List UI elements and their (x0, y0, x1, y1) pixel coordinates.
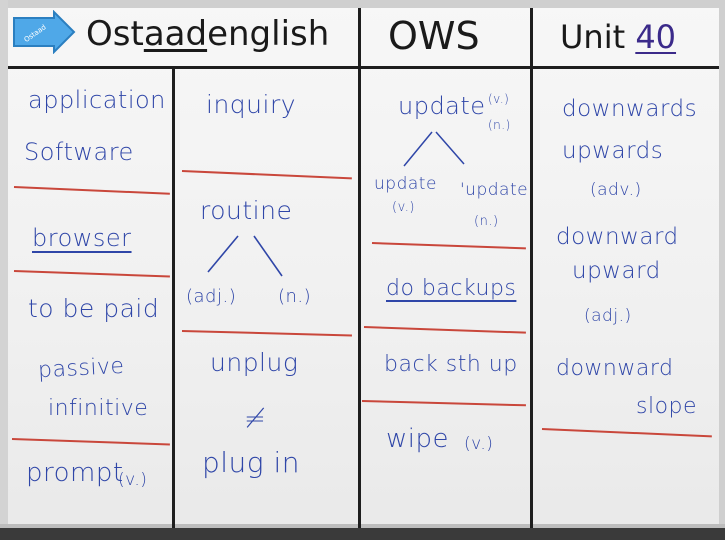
word-browser: browser (32, 224, 132, 252)
word-upward: upward (572, 258, 661, 284)
pos-adjective: (adj.) (186, 286, 237, 307)
phrase-to-be-paid: to be paid (28, 294, 160, 323)
phrase-do-backups: do backups (386, 276, 517, 301)
red-separator (11, 438, 170, 446)
pos-verb: (v.) (392, 200, 415, 215)
word-unplug: unplug (210, 348, 299, 377)
pos-noun: (n.) (474, 214, 499, 229)
pos-verb: (v.) (464, 434, 494, 454)
word-update: update (398, 92, 486, 120)
column-divider-1 (172, 66, 175, 528)
red-separator (361, 400, 526, 407)
program-title: OWS (388, 14, 480, 58)
red-separator (371, 242, 526, 250)
red-separator (363, 326, 526, 334)
phrase-plug-in: plug in (202, 446, 301, 479)
unit-title: Unit 40 (560, 18, 677, 56)
word-routine: routine (200, 196, 293, 225)
word-application: application (28, 86, 166, 114)
word-downward: downward (556, 224, 679, 250)
board-tray (0, 528, 725, 540)
word-update-verb-stress: update (374, 174, 437, 194)
phrase-back-sth-up: back sth up (384, 352, 518, 377)
red-separator (13, 186, 170, 195)
not-equal-symbol: ≠ (244, 404, 267, 434)
routine-branch-lines (207, 235, 283, 277)
word-inquiry: inquiry (206, 90, 297, 119)
word-downwards: downwards (562, 96, 698, 122)
red-separator (181, 170, 352, 180)
word-upwards: upwards (562, 138, 664, 164)
column-divider-2 (358, 8, 361, 528)
word-prompt: prompt (26, 458, 124, 488)
red-separator (181, 330, 352, 337)
column-divider-3 (530, 8, 533, 528)
pos-noun: (n.) (278, 286, 312, 307)
red-separator (541, 428, 712, 438)
ostaad-magnet-logo: Ostaad (10, 9, 76, 55)
phrase-downward: downward (556, 356, 674, 381)
word-update-noun-stress: 'update (460, 180, 529, 200)
word-wipe: wipe (386, 424, 449, 454)
word-passive: passive (37, 353, 126, 384)
red-separator (13, 270, 170, 278)
header-divider (8, 66, 719, 69)
board-frame-left (0, 0, 8, 540)
word-infinitive: infinitive (48, 396, 149, 421)
pos-noun: (n.) (488, 118, 511, 132)
brand-title: Ostaadenglish (86, 14, 330, 54)
pos-adverb: (adv.) (590, 180, 642, 200)
pos-verb: (v.) (488, 92, 510, 106)
board-frame-top (0, 0, 725, 8)
board-tray-edge (0, 524, 725, 528)
update-branch-lines (403, 131, 465, 167)
pos-verb: (v.) (118, 470, 148, 490)
word-software: Software (24, 138, 134, 166)
pos-adjective: (adj.) (584, 306, 632, 326)
word-slope: slope (636, 394, 698, 419)
board-frame-right (719, 0, 725, 540)
unit-number: 40 (635, 18, 677, 56)
